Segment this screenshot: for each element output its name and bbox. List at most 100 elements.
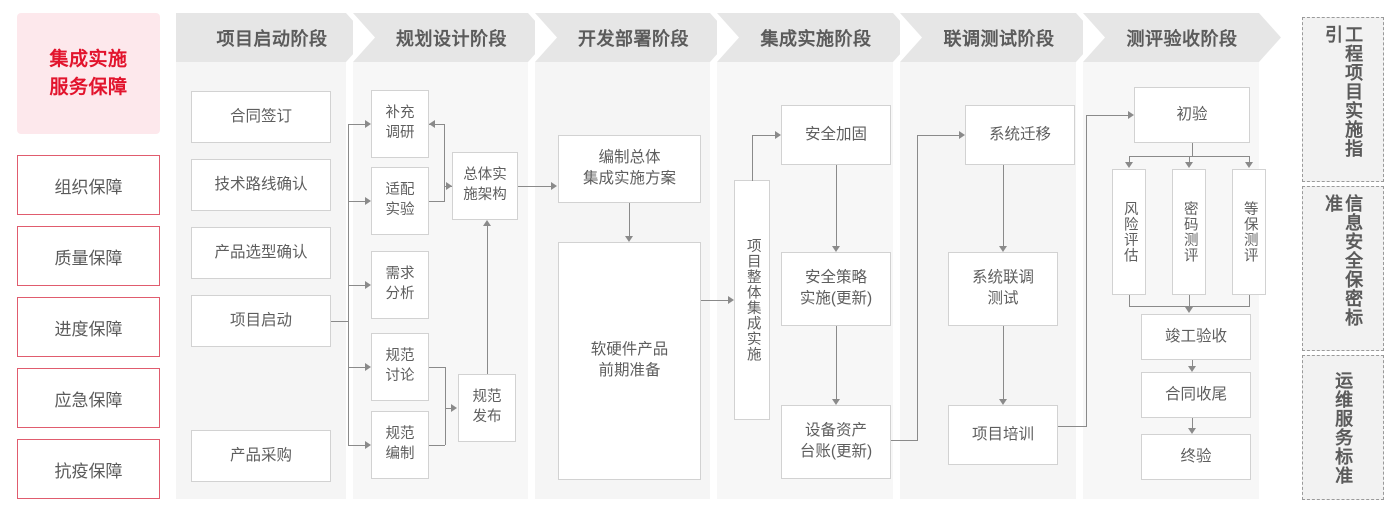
node-system-migration[interactable]: 系统迁移 [965,105,1075,165]
node-label-line2: 分析 [385,286,415,302]
sidebar-item-label: 进度保障 [54,319,123,339]
standard-card-engineering-guide[interactable]: 工程项目实施指引 [1302,17,1384,182]
connector-training-up [1086,115,1087,427]
node-label-line2: 施架构 [463,187,507,203]
node-project-training[interactable]: 项目培训 [948,405,1058,465]
node-label-line2: 实施(更新) [799,290,873,307]
node-contract-closure[interactable]: 合同收尾 [1141,372,1251,418]
sidebar-item-quality[interactable]: 质量保障 [17,226,160,286]
node-spec-release[interactable]: 规范 发布 [458,374,516,442]
sidebar-item-label: 抗疫保障 [54,461,123,481]
node-prepare-overall-integration-plan[interactable]: 编制总体 集成实施方案 [558,135,701,203]
connector-plan-doc-to-prep [629,203,630,236]
phase-header-acceptance[interactable]: 测评验收阶段 [1083,13,1281,62]
node-label: 项目培训 [971,425,1034,443]
node-label: 合同收尾 [1164,385,1227,403]
connector-completion-to-closure [1192,360,1193,366]
node-label-line1: 规范 [385,426,415,443]
chevron-notch-icon [899,13,922,62]
chevron-notch-icon [534,13,557,62]
node-cryptography-evaluation[interactable]: 密码测评 [1172,169,1206,295]
node-completion-acceptance[interactable]: 竣工验收 [1141,314,1251,360]
sidebar-item-epidemic[interactable]: 抗疫保障 [17,439,160,499]
node-product-procurement[interactable]: 产品采购 [191,430,331,482]
node-classified-protection-evaluation[interactable]: 等保测评 [1232,169,1266,295]
connector-training-right [1058,426,1086,427]
node-label-line1: 规范 [385,348,415,365]
node-tech-route-confirm[interactable]: 技术路线确认 [191,159,331,211]
node-product-selection-confirm[interactable]: 产品选型确认 [191,227,331,279]
arrow-right-icon [775,131,781,139]
node-spec-discussion[interactable]: 规范 讨论 [371,333,429,401]
standard-card-security-confidentiality[interactable]: 信息安全保密标准 [1302,186,1384,351]
node-label: 终验 [1180,447,1212,465]
node-spec-drafting[interactable]: 规范 编制 [371,411,429,479]
node-project-kickoff[interactable]: 项目启动 [191,295,331,347]
node-requirement-analysis[interactable]: 需求 分析 [371,251,429,319]
connector-risk-down [1129,295,1130,307]
phase-header-development[interactable]: 开发部署阶段 [535,13,732,62]
node-system-joint-test[interactable]: 系统联调 测试 [948,252,1058,326]
node-adaptation-test[interactable]: 适配 实验 [371,167,429,235]
sidebar-item-label: 组织保障 [54,177,123,197]
arrow-right-icon [1128,111,1134,119]
connector-to-system-migration [917,135,959,136]
node-contract-signing[interactable]: 合同签订 [191,91,331,143]
sidebar-item-organization[interactable]: 组织保障 [17,155,160,215]
node-label-line2: 测试 [987,290,1019,307]
node-label-line1: 系统联调 [971,269,1034,287]
arrow-right-icon [728,296,734,304]
node-label-line2: 前期准备 [598,362,661,379]
arrow-right-icon [959,131,965,139]
phase-header-joint-test[interactable]: 联调测试阶段 [900,13,1098,62]
arrow-down-icon [1245,162,1253,168]
node-risk-assessment[interactable]: 风险评估 [1112,169,1146,295]
standard-card-ops-service[interactable]: 运维服务标准 [1302,355,1384,500]
node-hw-sw-preparation[interactable]: 软硬件产品 前期准备 [558,242,701,480]
node-security-policy-implementation[interactable]: 安全策略 实施(更新) [781,252,891,326]
node-supplementary-research[interactable]: 补充 调研 [371,90,429,158]
connector-migration-to-joint-test [1003,165,1004,246]
phase-header-integration[interactable]: 集成实施阶段 [717,13,915,62]
connector-arch-feedback [429,124,444,125]
arrow-down-icon [1185,162,1193,168]
node-label: 风险评估 [1121,201,1138,263]
node-label: 系统迁移 [988,125,1051,143]
connector-classified-down [1249,295,1250,307]
arrow-down-icon [1188,428,1196,434]
arrow-right-icon [365,441,371,449]
connector-kickoff-to-bus [331,321,348,322]
chevron-notch-icon [716,13,739,62]
node-label: 技术路线确认 [214,175,308,193]
connector-prelim-down [1192,143,1193,156]
connector-spec-draft-to-merge [429,445,445,446]
connector-integration-to-hardening [752,135,775,136]
node-label-line1: 需求 [385,266,415,283]
node-security-hardening[interactable]: 安全加固 [781,105,891,165]
node-label: 项目启动 [229,311,292,329]
connector-arch-to-plan-doc [518,186,551,187]
sidebar-item-schedule[interactable]: 进度保障 [17,297,160,357]
node-final-acceptance[interactable]: 终验 [1141,434,1251,480]
phase-header-label: 开发部署阶段 [578,28,689,49]
arrow-down-icon [999,246,1007,252]
standard-label: 信息安全保密标准 [1323,193,1364,327]
node-overall-project-integration[interactable]: 项目整体集成实施 [734,180,770,420]
arrow-up-icon [483,220,491,226]
node-label-line1: 规范 [472,389,502,406]
lead-title-line1: 集成实施 [49,48,128,70]
sidebar-item-emergency[interactable]: 应急保障 [17,368,160,428]
node-asset-ledger-update[interactable]: 设备资产 台账(更新) [781,405,891,479]
node-label: 密码测评 [1181,201,1198,263]
phase-header-planning[interactable]: 规划设计阶段 [353,13,550,62]
connector-spec-discuss-to-merge [429,367,445,368]
connector-integration-up [752,135,753,181]
standard-label: 运维服务标准 [1333,370,1354,485]
node-label: 产品采购 [229,446,292,464]
node-label: 初验 [1176,105,1208,123]
phase-header-initiation[interactable]: 项目启动阶段 [176,13,368,62]
arrow-down-icon [1188,366,1196,372]
node-preliminary-acceptance[interactable]: 初验 [1134,87,1250,143]
connector-release-to-arch [487,226,488,374]
node-overall-implementation-architecture[interactable]: 总体实 施架构 [452,152,518,220]
